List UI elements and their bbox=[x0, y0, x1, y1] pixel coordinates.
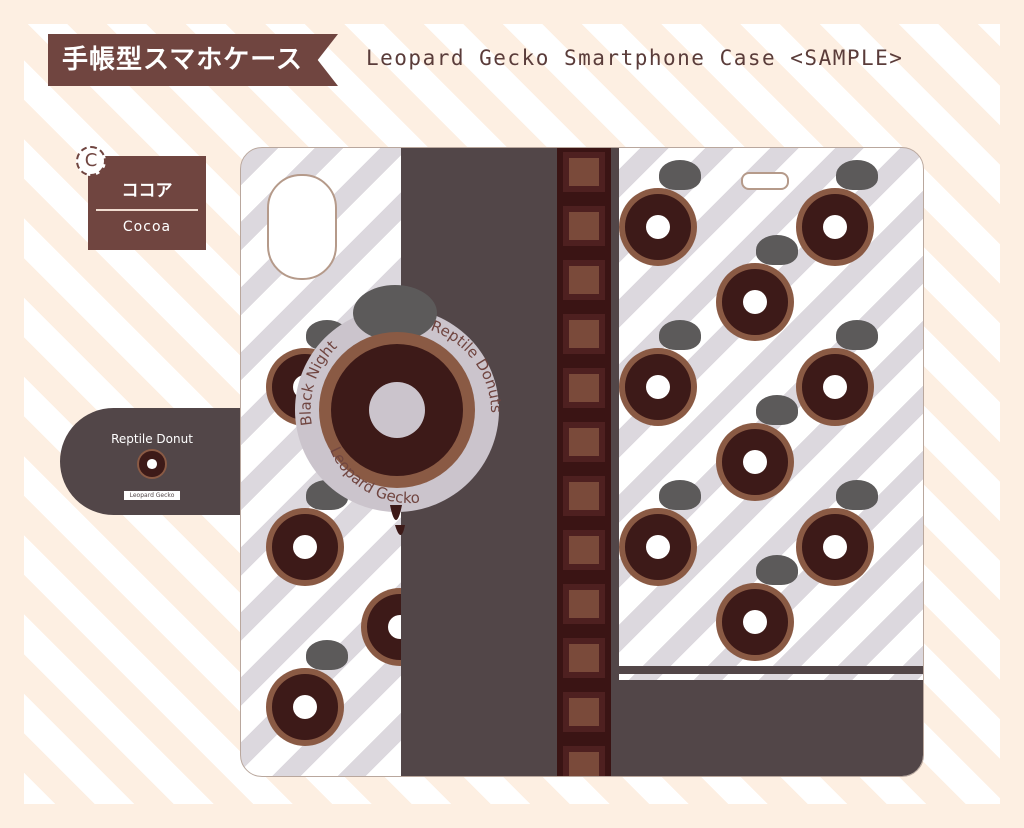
gecko-icon bbox=[306, 640, 348, 670]
chocolate-block bbox=[563, 206, 605, 246]
sticker-badge: Black Night Reptile Donuts Leopard Gecko bbox=[295, 285, 505, 535]
spine-edge bbox=[611, 148, 619, 776]
chocolate-block bbox=[563, 746, 605, 776]
chocolate-block bbox=[563, 638, 605, 678]
donut-icon bbox=[716, 583, 794, 661]
variant-label: ココア Cocoa bbox=[88, 156, 206, 250]
variant-letter-badge: C bbox=[76, 146, 106, 176]
chocolate-block bbox=[563, 584, 605, 624]
chocolate-block bbox=[563, 260, 605, 300]
donut-icon bbox=[796, 348, 874, 426]
gecko-icon bbox=[836, 480, 878, 510]
gecko-icon bbox=[756, 555, 798, 585]
gecko-icon bbox=[756, 235, 798, 265]
chocolate-block bbox=[563, 152, 605, 192]
chocolate-band bbox=[557, 148, 611, 776]
tab-donut-icon bbox=[137, 449, 167, 479]
donut-icon bbox=[619, 348, 697, 426]
chocolate-block bbox=[563, 476, 605, 516]
donut-icon bbox=[619, 508, 697, 586]
donut-icon bbox=[796, 508, 874, 586]
chocolate-block bbox=[563, 422, 605, 462]
speaker-slot bbox=[741, 172, 789, 190]
camera-cutout bbox=[267, 174, 337, 280]
chocolate-block bbox=[563, 692, 605, 732]
donut-icon bbox=[716, 263, 794, 341]
chocolate-block bbox=[563, 530, 605, 570]
donut-icon bbox=[796, 188, 874, 266]
tab-ribbon-text: Leopard Gecko bbox=[123, 491, 181, 500]
case-clasp-tab: Reptile Donut Leopard Gecko bbox=[60, 408, 244, 515]
gecko-icon bbox=[836, 320, 878, 350]
gecko-icon bbox=[659, 480, 701, 510]
chocolate-block bbox=[563, 368, 605, 408]
donut-icon bbox=[716, 423, 794, 501]
tab-logo-text: Reptile Donut bbox=[111, 432, 193, 446]
gecko-icon bbox=[659, 160, 701, 190]
gecko-icon bbox=[756, 395, 798, 425]
chocolate-block bbox=[563, 314, 605, 354]
variant-name-en: Cocoa bbox=[122, 219, 172, 235]
gecko-icon bbox=[836, 160, 878, 190]
variant-name-jp: ココア bbox=[121, 181, 173, 201]
gecko-head-icon bbox=[353, 285, 437, 341]
donut-icon bbox=[266, 508, 344, 586]
page-title: Leopard Gecko Smartphone Case <SAMPLE> bbox=[366, 46, 904, 70]
pocket-line bbox=[611, 666, 923, 674]
ribbon-title: 手帳型スマホケース bbox=[48, 34, 338, 86]
donut-icon bbox=[619, 188, 697, 266]
donut-icon bbox=[266, 668, 344, 746]
divider bbox=[96, 209, 198, 211]
card-pocket bbox=[611, 680, 923, 776]
gecko-icon bbox=[659, 320, 701, 350]
